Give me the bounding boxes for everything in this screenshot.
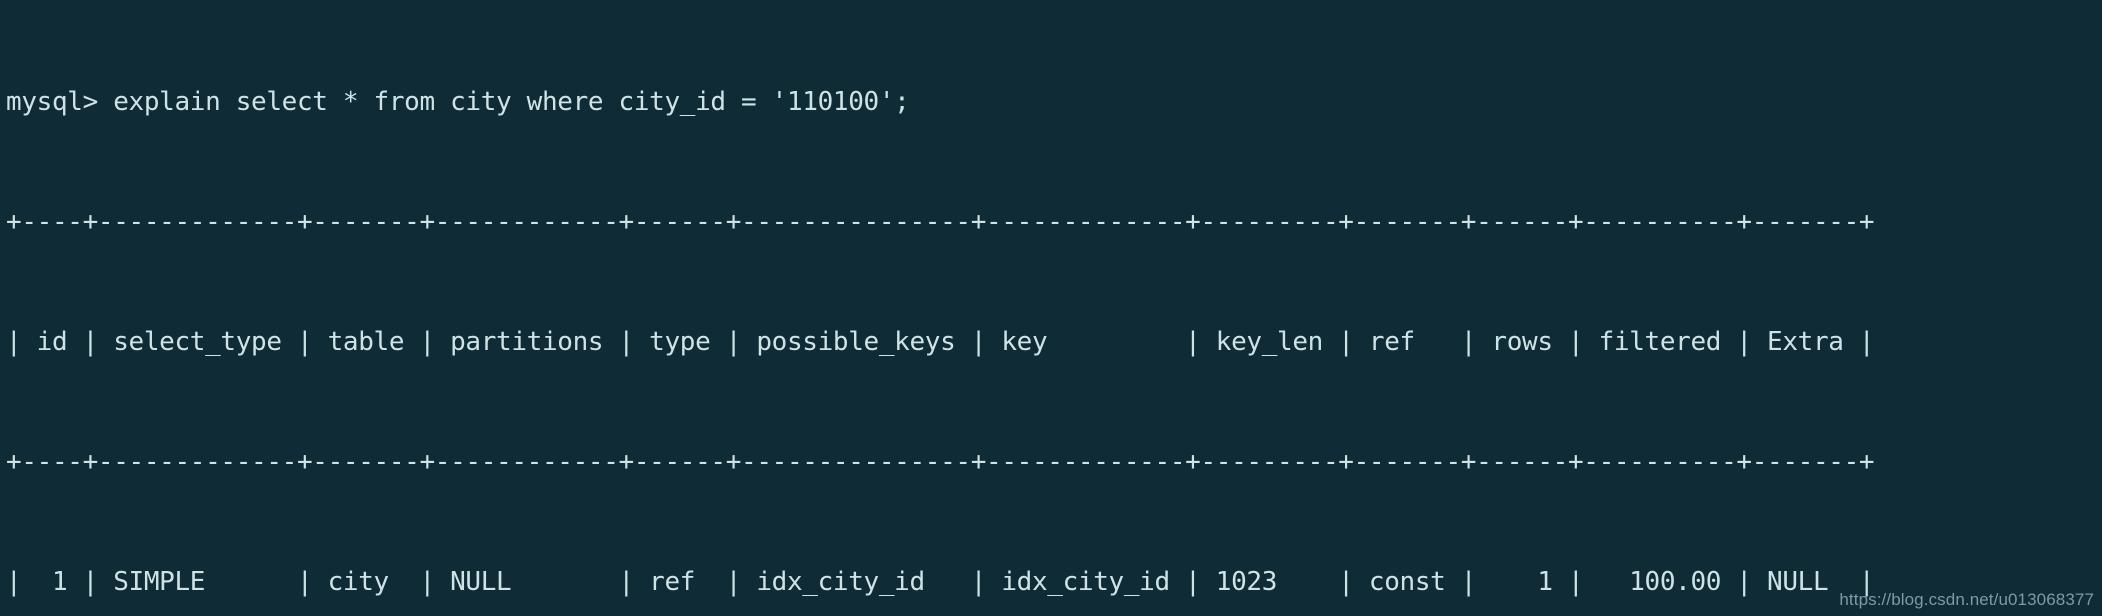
terminal-console-output[interactable]: mysql> explain select * from city where …	[6, 2, 1966, 616]
terminal-line: +----+-------------+-------+------------…	[6, 207, 1875, 237]
terminal-line: | id | select_type | table | partitions …	[6, 327, 1875, 357]
terminal-line: | 1 | SIMPLE | city | NULL | ref | idx_c…	[6, 567, 1875, 597]
terminal-line: +----+-------------+-------+------------…	[6, 447, 1875, 477]
terminal-line: mysql> explain select * from city where …	[6, 87, 910, 117]
watermark-url: https://blog.csdn.net/u013068377	[1839, 590, 2094, 609]
